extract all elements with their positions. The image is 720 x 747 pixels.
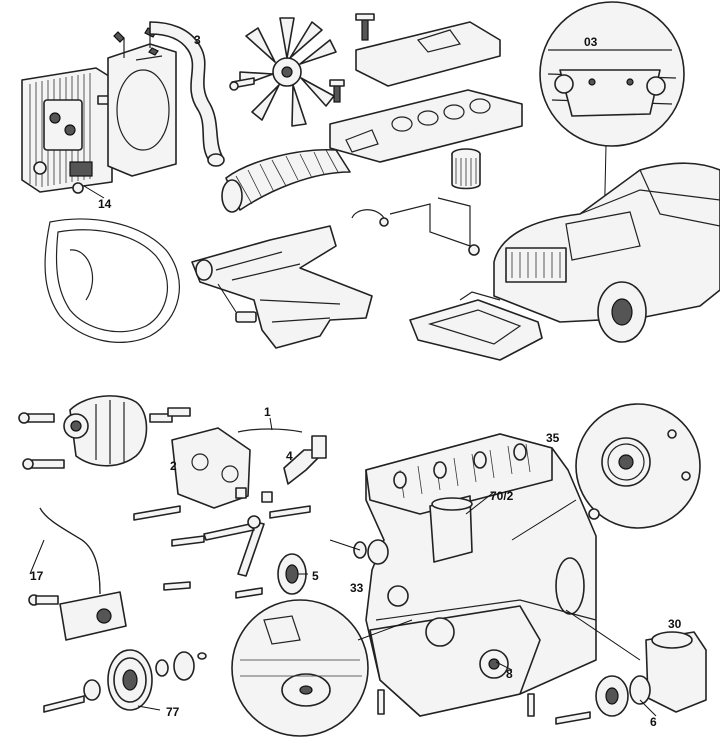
air-intake-hose xyxy=(221,148,351,213)
callout-17: 17 xyxy=(30,569,44,583)
breather-pipe xyxy=(351,197,480,256)
callout-8: 8 xyxy=(506,667,513,681)
bolts xyxy=(43,505,591,725)
radiator xyxy=(21,67,115,194)
car-front-view xyxy=(493,162,720,343)
callout-2: 2 xyxy=(170,459,177,473)
callout-3: 3 xyxy=(194,33,201,47)
callout-14: 14 xyxy=(98,197,112,211)
engine-top-cover xyxy=(355,13,501,87)
alternator-bracket xyxy=(149,407,273,509)
callout-33: 33 xyxy=(350,581,364,595)
callout-03: 03 xyxy=(584,35,598,49)
callout-30: 30 xyxy=(668,617,682,631)
alternator xyxy=(18,395,148,470)
oil-filter xyxy=(451,148,481,190)
engine-underbody-cover xyxy=(409,291,543,361)
callout-70-2: 70/2 xyxy=(490,489,514,503)
intake-manifold xyxy=(191,225,373,349)
callout-6: 6 xyxy=(650,715,657,729)
callout-1: 1 xyxy=(264,405,271,419)
tensioner-rod xyxy=(203,515,265,577)
callout-35: 35 xyxy=(546,431,560,445)
crankshaft-pulley xyxy=(83,649,207,711)
water-pump-pulley xyxy=(277,539,367,595)
fan-shroud xyxy=(107,27,177,177)
v-belt xyxy=(44,218,180,343)
oil-cooler-pipe xyxy=(28,507,127,641)
callout-4: 4 xyxy=(286,449,293,463)
callout-77: 77 xyxy=(166,705,180,719)
engine-block xyxy=(365,433,597,717)
power-steering-pump xyxy=(565,609,707,717)
coolant-hoses xyxy=(237,428,327,485)
detail-circle-35 xyxy=(511,403,701,541)
cooling-fan xyxy=(229,17,337,127)
callout-labels: 14 3 03 1 2 4 35 70/2 17 5 33 30 8 77 6 xyxy=(30,33,682,729)
callout-leaders xyxy=(29,185,657,717)
detail-circle-timing xyxy=(231,599,413,737)
callout-5: 5 xyxy=(312,569,319,583)
upper-radiator-hose xyxy=(149,21,225,167)
valve-cover xyxy=(329,79,523,163)
detail-circle-03 xyxy=(539,1,685,235)
